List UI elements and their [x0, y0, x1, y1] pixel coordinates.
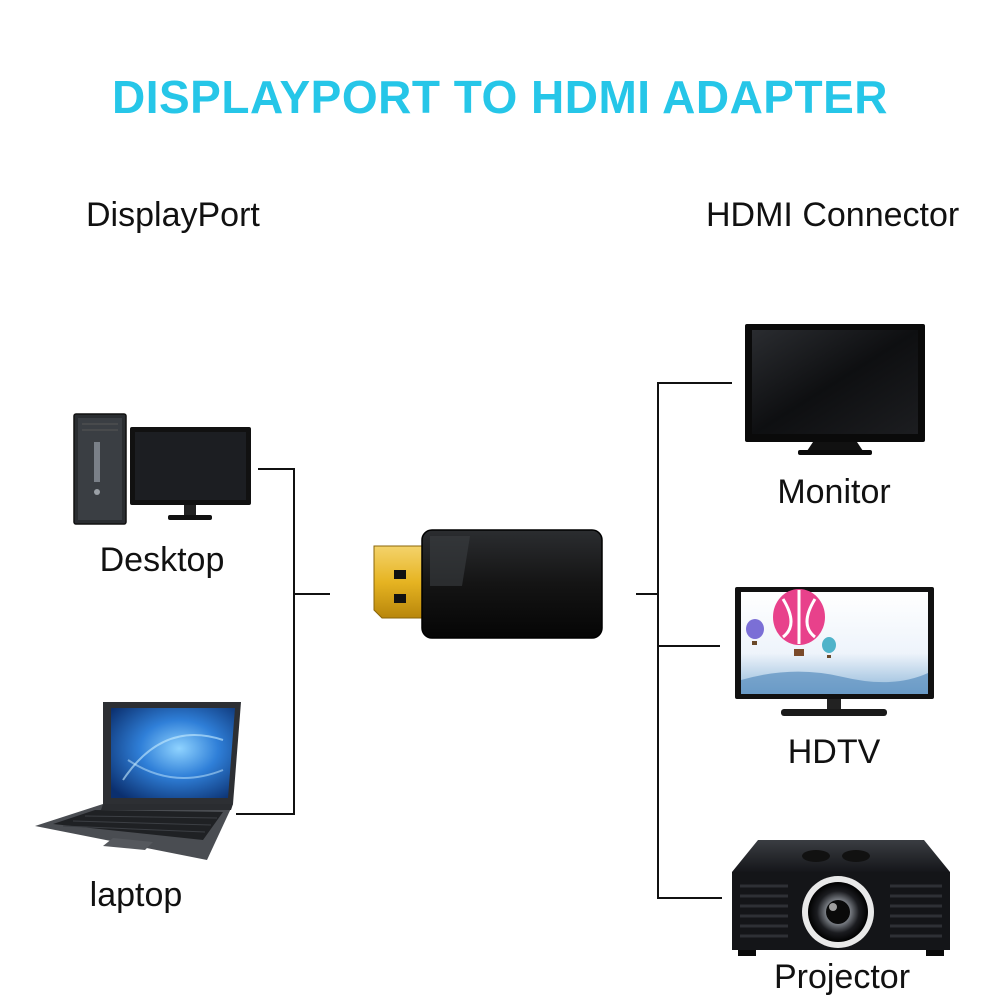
desktop-computer-icon	[73, 413, 251, 525]
device-label-hdtv: HDTV	[787, 733, 881, 771]
laptop-icon	[35, 702, 241, 860]
monitor-icon	[745, 324, 925, 455]
source-heading: DisplayPort	[86, 196, 260, 234]
device-label-projector: Projector	[773, 958, 911, 996]
displayport-hdmi-adapter-icon	[373, 529, 603, 639]
device-label-laptop: laptop	[89, 876, 183, 914]
desktop-connector-line	[236, 468, 295, 815]
device-label-monitor: Monitor	[777, 473, 891, 511]
hdtv-icon	[735, 587, 934, 716]
projector-icon	[732, 840, 950, 956]
device-label-desktop: Desktop	[99, 541, 225, 579]
monitor-connector-line	[657, 382, 732, 899]
diagram-title: DISPLAYPORT TO HDMI ADAPTER	[112, 71, 888, 123]
target-heading: HDMI Connector	[706, 196, 960, 234]
